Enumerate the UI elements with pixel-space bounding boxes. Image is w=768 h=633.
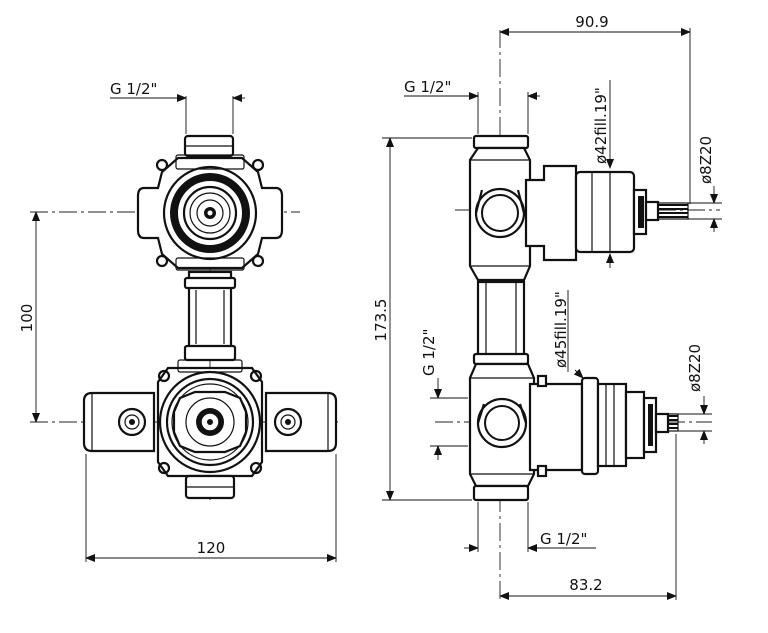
- dim-thread-side-right: G 1/2": [420, 329, 438, 376]
- dim-thread-bottom-right: G 1/2": [540, 530, 587, 548]
- dim-height-right: 173.5: [372, 299, 390, 342]
- dim-width-left: 120: [197, 539, 226, 557]
- dim-thread-fill-top: ø42fill.19": [592, 87, 610, 164]
- dim-thread-fill-bottom: ø45fill.19": [552, 291, 570, 368]
- side-view: 90.9 G 1/2" 173.5 ø42fill.19" ø8Z20 ø45f…: [372, 13, 722, 600]
- dim-thread-top-right: G 1/2": [404, 78, 451, 96]
- dim-spindle-top: ø8Z20: [697, 136, 715, 184]
- dim-spindle-bottom: ø8Z20: [686, 344, 704, 392]
- dim-depth-top: 90.9: [575, 13, 608, 31]
- dim-depth-bottom: 83.2: [569, 576, 602, 594]
- dim-thread-top-left: G 1/2": [110, 80, 157, 98]
- front-view: G 1/2" 100 120: [18, 80, 340, 562]
- dim-height-left: 100: [18, 304, 36, 333]
